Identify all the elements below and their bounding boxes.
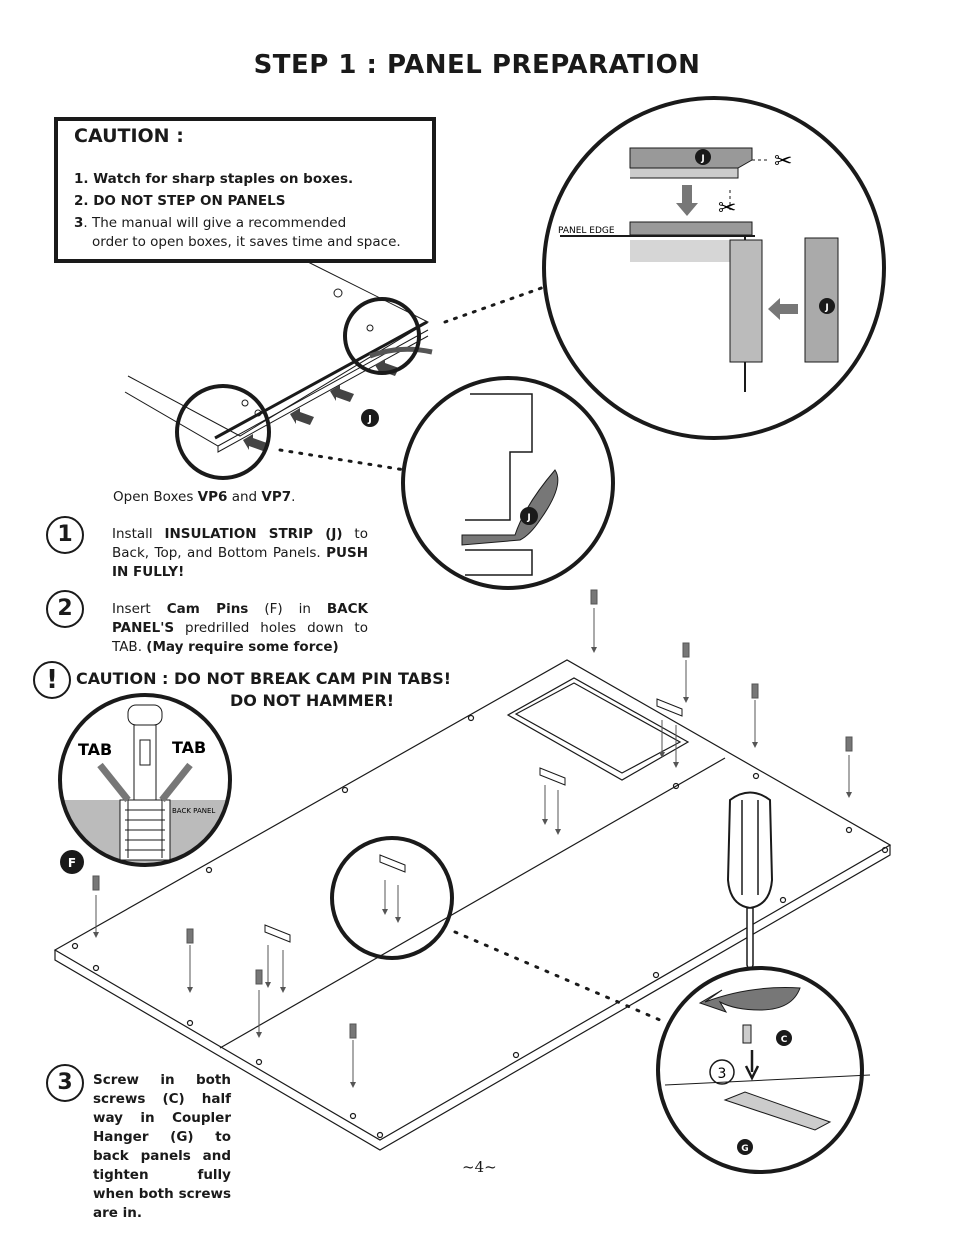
detail-circle-strip-profile [401, 376, 615, 590]
caution-item-1: 1. Watch for sharp staples on boxes. [74, 171, 354, 187]
step-2-bold3: (May require some force) [146, 639, 339, 655]
panel-strip-illustration [124, 261, 433, 453]
step-1-text: Install INSULATION STRIP (J) to Back, To… [112, 525, 368, 582]
page-number: ~4~ [462, 1158, 497, 1176]
step-number-2: 2 [46, 590, 84, 628]
label-j-top: J [700, 154, 704, 164]
step-3-text: Screw in both screws (C) half way in Cou… [93, 1072, 231, 1221]
caution-cam-pin-line1: CAUTION : DO NOT BREAK CAM PIN TABS! [76, 669, 452, 688]
panel-edge-label: PANEL EDGE [558, 226, 615, 236]
detail-circle-hanger [330, 836, 454, 960]
open-boxes-prefix: Open Boxes [113, 489, 198, 505]
scissors-icon: ✂ [774, 149, 792, 174]
cam-pins-and-arrows [92, 589, 853, 1088]
caution-box: CAUTION : 1. Watch for sharp staples on … [54, 117, 436, 263]
step-1-bold2: PUSH IN FULLY! [112, 545, 368, 580]
label-c-badge: C [781, 1035, 788, 1045]
warning-icon: ! [33, 661, 71, 699]
caution-item-3-line1: . The manual will give a recommended [83, 215, 347, 231]
page-title: STEP 1 : PANEL PREPARATION [253, 50, 701, 80]
coupler-hangers [264, 698, 683, 943]
detail-circle-small-upper [343, 297, 421, 375]
detail-circle-small-lower [175, 384, 271, 480]
back-panel-label: BACK PANEL [172, 807, 215, 815]
caution-item-3: 3. The manual will give a recommended [74, 215, 346, 231]
label-j-badge [361, 409, 379, 427]
caution-heading: CAUTION : [74, 125, 184, 147]
open-boxes-text: Open Boxes VP6 and VP7. [113, 488, 295, 507]
insulation-strip-detail: J ✂ ✂ J PANEL EDGE [558, 147, 839, 392]
label-three-circle: 3 [718, 1066, 727, 1082]
tab-label-right: TAB [172, 738, 206, 757]
label-j-mid: J [526, 513, 530, 523]
label-j-badge-text: J [367, 414, 372, 425]
caution-item-2: 2. DO NOT STEP ON PANELS [74, 193, 286, 209]
screw-detail: C 3 G [664, 987, 871, 1155]
tab-label-left: TAB [78, 740, 112, 759]
step-2-bold1: Cam Pins [166, 601, 249, 617]
open-boxes-mid: and [227, 489, 262, 505]
caution-item-3-cont: order to open boxes, it saves time and s… [92, 234, 401, 250]
step-2-text: Insert Cam Pins (F) in BACK PANEL'S pred… [112, 600, 368, 657]
step-1-mid: to Back, Top, and Bottom Panels. [112, 526, 368, 561]
step-1-bold1: INSULATION STRIP (J) [164, 526, 343, 542]
detail-circle-insulation [542, 96, 886, 440]
caution-cam-pin: CAUTION : DO NOT BREAK CAM PIN TABS! DO … [76, 668, 451, 712]
strip-profile-detail: J [461, 393, 559, 576]
open-boxes-box1: VP6 [197, 489, 228, 505]
caution-item-3-number: 3 [74, 215, 84, 231]
open-boxes-box2: VP7 [261, 489, 292, 505]
step-number-3: 3 [46, 1064, 84, 1102]
label-g-badge: G [741, 1144, 748, 1154]
step-2-mid2: predrilled holes down to TAB. [112, 620, 368, 655]
label-f-badge: F [68, 856, 76, 870]
step-number-1: 1 [46, 516, 84, 554]
open-boxes-suffix: . [291, 489, 296, 505]
cam-pin-detail: TAB TAB BACK PANEL F [58, 693, 232, 874]
label-j-right: J [824, 303, 828, 313]
back-panel-illustration [53, 659, 892, 1151]
step-1-pre: Install [112, 526, 165, 542]
scissors-icon-2: ✂ [718, 196, 736, 221]
step-2-pre: Insert [112, 601, 167, 617]
step-2-bold2: BACK PANEL'S [112, 601, 368, 636]
caution-cam-pin-line2: DO NOT HAMMER! [230, 691, 395, 710]
screwdriver-icon [726, 791, 774, 978]
step-2-mid: (F) in [248, 601, 327, 617]
